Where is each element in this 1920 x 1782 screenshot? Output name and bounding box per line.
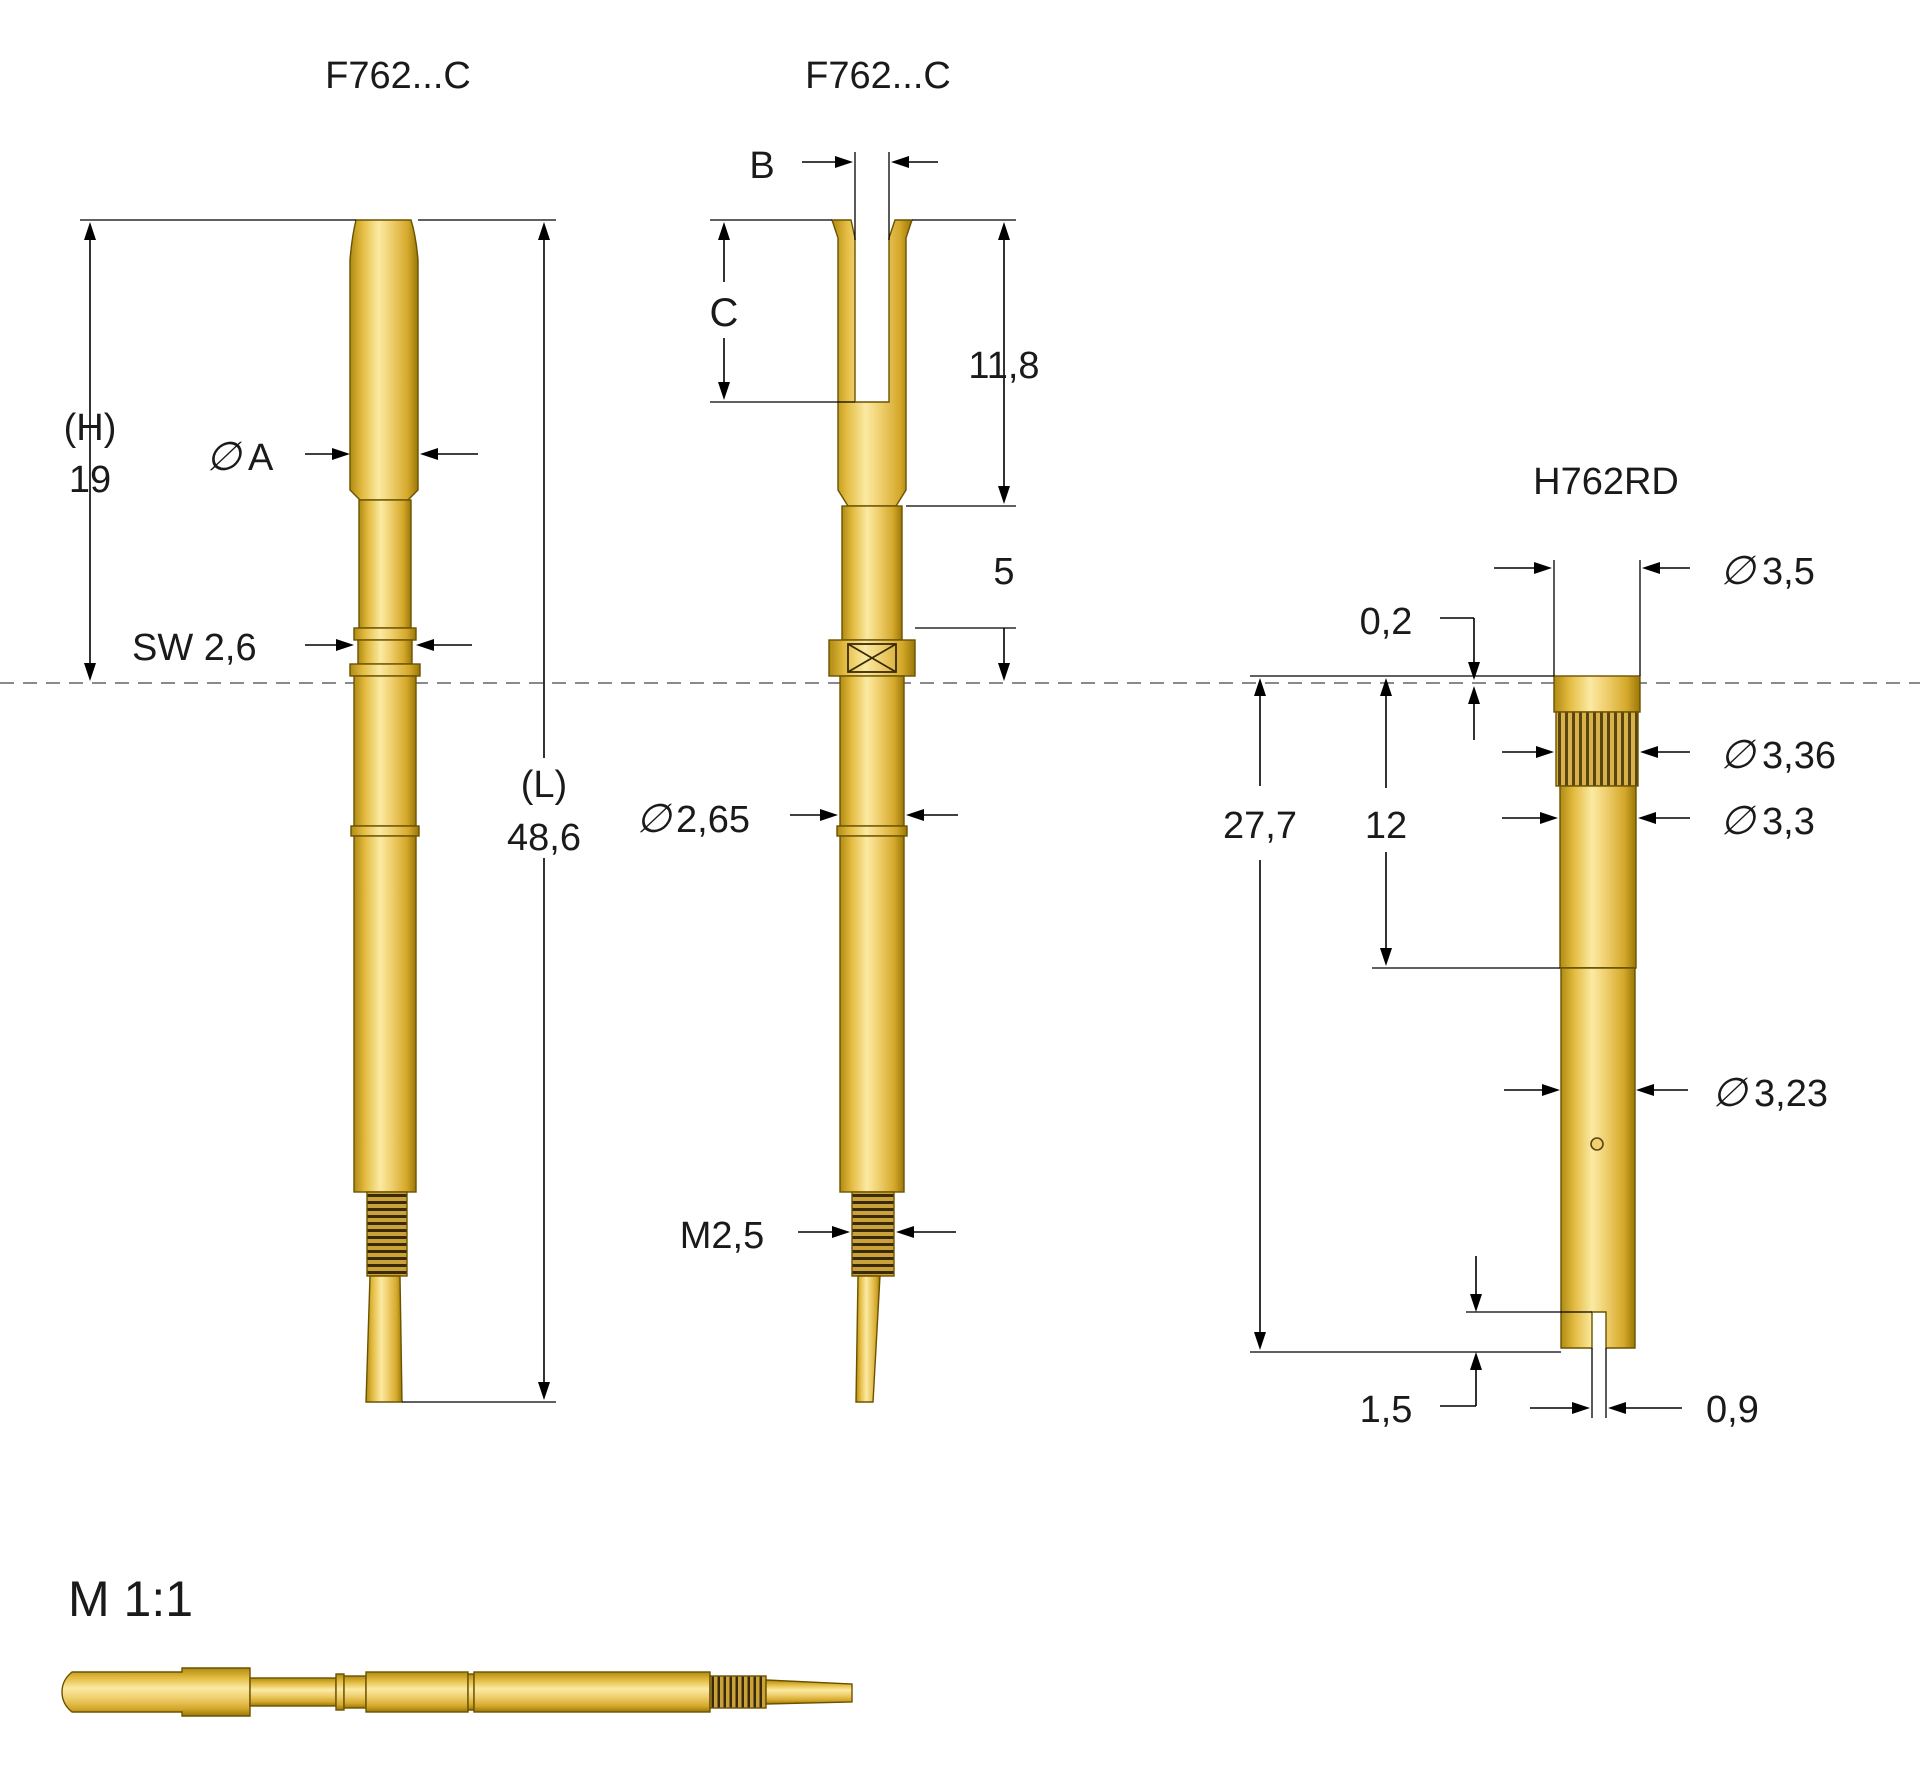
dim-dia-3-3-label: 3,3 (1762, 801, 1815, 843)
probe-1-body (349, 219, 421, 1403)
dim-dia-3-5: ∅ 3,5 (1494, 549, 1815, 676)
dim-c: C (710, 219, 855, 403)
dim-0-2-label: 0,2 (1360, 601, 1413, 643)
dim-dia-a: ∅ A (206, 435, 478, 479)
dim-dia-2-65-label: 2,65 (676, 799, 750, 841)
dim-dia-3-3-symbol: ∅ (1720, 799, 1757, 843)
probe-1-drawing: F762...C (H) 19 (64, 55, 581, 1403)
dim-dia-3-36-label: 3,36 (1762, 735, 1836, 777)
dim-5: 5 (915, 551, 1016, 681)
dim-0-9: 0,9 (1530, 1348, 1759, 1431)
dim-11-8: 11,8 (906, 219, 1040, 507)
dim-l-value: 48,6 (507, 817, 581, 859)
dim-1-5-label: 1,5 (1360, 1389, 1413, 1431)
dim-dia-3-23: ∅ 3,23 (1504, 1071, 1828, 1115)
dim-dia-3-36-symbol: ∅ (1720, 733, 1757, 777)
dim-5-label: 5 (993, 551, 1014, 593)
receptacle-body (1553, 675, 1641, 1349)
dim-c-label: C (710, 291, 739, 335)
receptacle-drawing: H762RD ∅ 3,5 0,2 (1223, 461, 1836, 1431)
dim-dia-3-5-label: 3,5 (1762, 551, 1815, 593)
dim-dia-3-23-label: 3,23 (1754, 1073, 1828, 1115)
dim-12: 12 (1365, 678, 1560, 969)
dim-dia-3-3: ∅ 3,3 (1502, 799, 1815, 843)
dim-dia-2-65: ∅ 2,65 (636, 797, 958, 841)
probe-2-body (828, 219, 916, 1403)
dim-l-label: (L) (521, 764, 567, 806)
probe-2-title: F762...C (805, 55, 951, 97)
scale-label: M 1:1 (68, 1571, 193, 1627)
dim-h: (H) 19 (64, 219, 356, 681)
dim-0-2: 0,2 (1360, 601, 1480, 740)
dim-11-8-label: 11,8 (968, 345, 1039, 387)
dim-dia-a-label: A (248, 437, 274, 479)
dim-27-7: 27,7 (1223, 675, 1561, 1353)
dim-12-label: 12 (1365, 805, 1407, 847)
dim-b-label: B (749, 145, 774, 187)
dim-dia-3-36: ∅ 3,36 (1502, 733, 1836, 777)
dim-dia-a-symbol: ∅ (206, 435, 243, 479)
dim-m2-5: M2,5 (680, 1215, 956, 1257)
dim-h-value: 19 (69, 459, 111, 501)
dim-0-9-label: 0,9 (1706, 1389, 1759, 1431)
receptacle-title: H762RD (1533, 461, 1679, 503)
dim-sw: SW 2,6 (132, 627, 472, 669)
dim-1-5: 1,5 (1360, 1256, 1592, 1431)
dim-b: B (749, 145, 938, 240)
dim-dia-2-65-symbol: ∅ (636, 797, 673, 841)
dim-m2-5-label: M2,5 (680, 1215, 764, 1257)
scale-probe (61, 1667, 853, 1717)
dim-sw-label: SW 2,6 (132, 627, 257, 669)
dim-dia-3-23-symbol: ∅ (1712, 1071, 1749, 1115)
dim-27-7-label: 27,7 (1223, 805, 1297, 847)
probe-1-title: F762...C (325, 55, 471, 97)
scale-view: M 1:1 (61, 1571, 853, 1717)
probe-2-drawing: F762...C B (636, 55, 1040, 1403)
dim-dia-3-5-symbol: ∅ (1720, 549, 1757, 593)
dim-l: (L) 48,6 (402, 219, 581, 1403)
dim-h-label: (H) (64, 407, 117, 449)
